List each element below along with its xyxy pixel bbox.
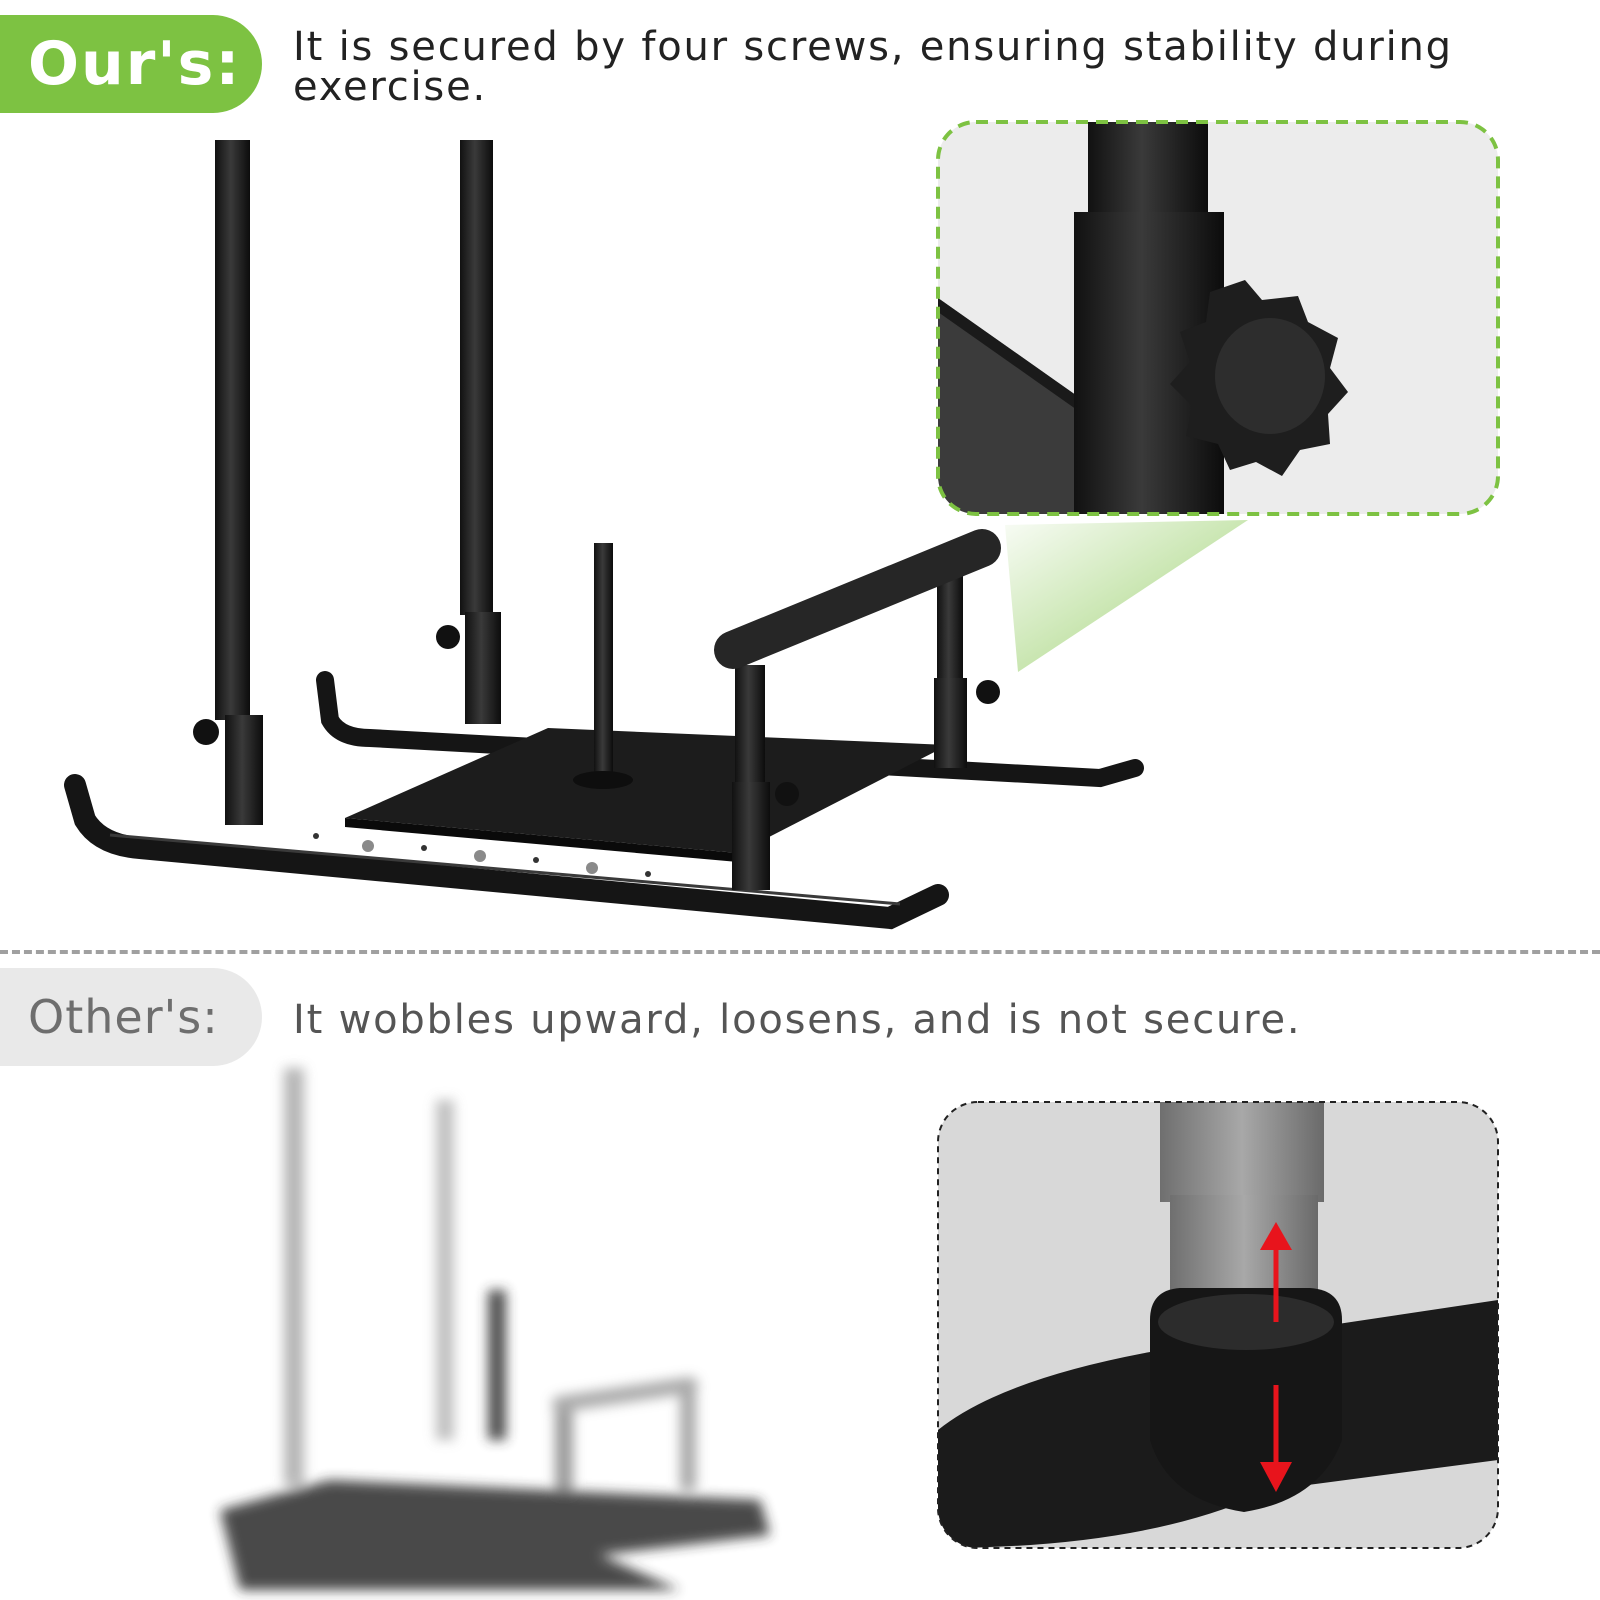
others-sled-illustration: [220, 1068, 770, 1590]
right-upright: [460, 140, 493, 615]
others-zoom-frame: [937, 1101, 1499, 1549]
ours-badge: Our's:: [0, 15, 262, 113]
push-handle: [714, 529, 1001, 669]
ours-zoom-detail: [936, 120, 1500, 516]
knob-icon: [775, 782, 799, 806]
left-upright: [215, 140, 250, 720]
knob-icon: [193, 719, 219, 745]
load-plate: [345, 728, 948, 853]
knob-icon: [976, 680, 1000, 704]
others-zoom-detail: [937, 1101, 1499, 1549]
others-badge: Other's:: [0, 968, 262, 1066]
handle-post-front: [735, 665, 765, 785]
section-divider: [0, 950, 1600, 954]
ours-zoom-frame: [936, 120, 1500, 516]
front-runner: [64, 774, 949, 930]
others-label: Other's:: [28, 990, 219, 1044]
others-caption: It wobbles upward, loosens, and is not s…: [293, 997, 1302, 1043]
ours-label: Our's:: [28, 29, 242, 99]
ours-sled-illustration: [64, 140, 1248, 930]
knob-icon: [436, 625, 460, 649]
zoom-beam: [1005, 520, 1248, 672]
weight-post: [594, 543, 613, 778]
ours-caption: It is secured by four screws, ensuring s…: [293, 24, 1453, 110]
back-runner: [316, 671, 1144, 788]
wobble-arrow-icon: [1260, 1222, 1292, 1492]
runner-screws: [362, 840, 598, 874]
